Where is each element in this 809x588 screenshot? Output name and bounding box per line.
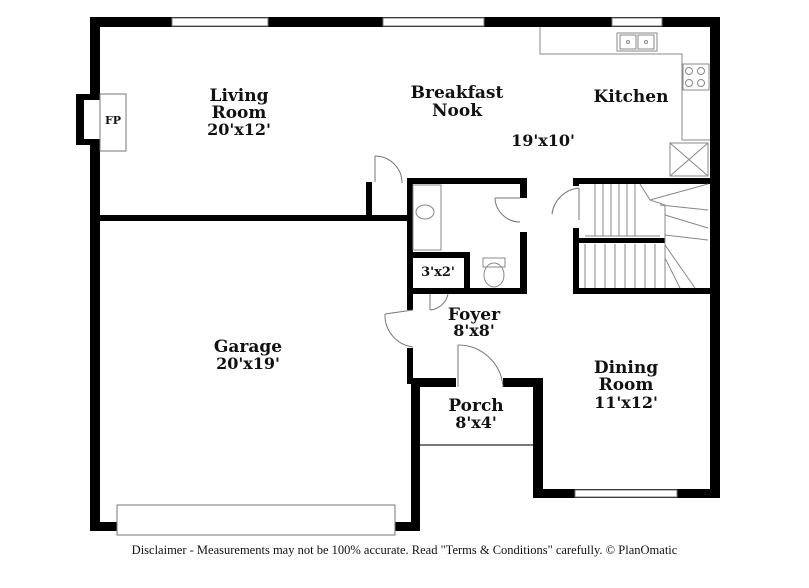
living-room-name-2: Room xyxy=(212,103,267,123)
bath-fixtures xyxy=(412,184,506,288)
kitchen-name: Kitchen xyxy=(594,87,669,107)
disclaimer-text: Disclaimer - Measurements may not be 100… xyxy=(131,543,678,557)
kitchen-dims: 19'x10' xyxy=(511,131,575,150)
fireplace: FP xyxy=(76,93,127,152)
garage-label: Garage 20'x19' xyxy=(214,337,282,373)
breakfast-nook-label: Breakfast Nook xyxy=(411,83,504,121)
living-room-label: Living Room 20'x12' xyxy=(207,86,271,139)
doors xyxy=(374,155,580,388)
interior-walls xyxy=(100,178,710,384)
living-room-dims: 20'x12' xyxy=(207,120,271,139)
windows xyxy=(171,17,678,498)
foyer-label: Foyer 8'x8' xyxy=(448,305,501,340)
dining-room-label: Dining Room 11'x12' xyxy=(594,358,658,412)
closet-dims: 3'x2' xyxy=(421,265,455,280)
dining-room-name-1: Dining xyxy=(594,358,658,378)
kitchen-label: Kitchen 19'x10' xyxy=(511,87,668,150)
porch-dims: 8'x4' xyxy=(455,413,497,432)
garage-dims: 20'x19' xyxy=(216,354,280,373)
foyer-name: Foyer xyxy=(448,305,501,325)
garage-name: Garage xyxy=(214,337,282,357)
porch-label: Porch 8'x4' xyxy=(448,396,503,432)
kitchen-fixtures xyxy=(539,27,710,177)
stairs xyxy=(584,183,709,289)
breakfast-nook-name-2: Nook xyxy=(432,101,483,121)
living-room-name-1: Living xyxy=(210,86,269,106)
dining-room-name-2: Room xyxy=(599,375,654,395)
foyer-dims: 8'x8' xyxy=(453,321,495,340)
fireplace-label: FP xyxy=(105,114,121,127)
garage-door xyxy=(116,504,396,536)
dining-room-dims: 11'x12' xyxy=(594,393,658,412)
porch-name: Porch xyxy=(448,396,503,416)
breakfast-nook-name-1: Breakfast xyxy=(411,83,504,103)
closet-label: 3'x2' xyxy=(421,265,455,280)
